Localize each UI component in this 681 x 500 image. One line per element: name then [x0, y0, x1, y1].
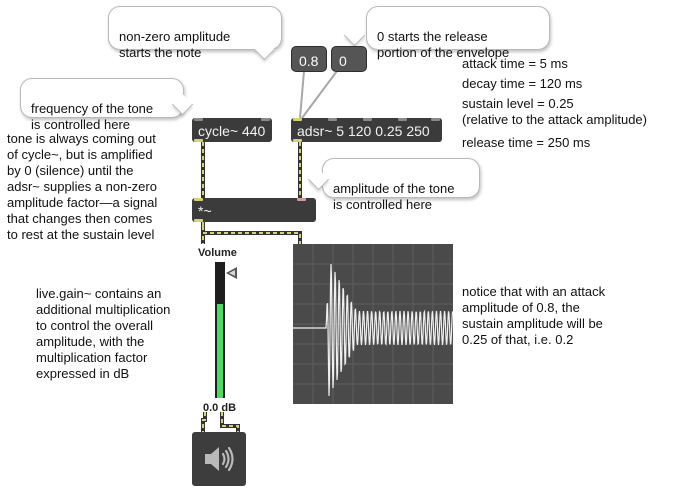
inlet[interactable] [293, 118, 302, 121]
message-attack-0.8[interactable]: 0.8 [291, 46, 327, 72]
bubble-zero-release: 0 starts the release portion of the enve… [366, 6, 550, 60]
comment-release-time: release time = 250 ms [462, 135, 591, 150]
scope-waveform [293, 244, 453, 404]
bubble-nonzero-text: non-zero amplitude starts the note [119, 29, 231, 60]
object-cycle-text: cycle~ 440 [198, 123, 266, 139]
object-multiply-text: *~ [198, 203, 212, 219]
comment-decay-time: decay time = 120 ms [462, 76, 583, 91]
scope-display[interactable] [293, 244, 453, 404]
bubble-zero-text: 0 starts the release portion of the enve… [377, 29, 510, 60]
outlet[interactable] [293, 139, 302, 142]
comment-livegain: live.gain~ contains an additional multip… [36, 286, 171, 381]
scope-signal-line [293, 263, 453, 396]
inlet[interactable] [431, 118, 440, 121]
gain-title: Volume [198, 247, 237, 259]
object-adsr-text: adsr~ 5 120 0.25 250 [297, 123, 430, 139]
object-cycle[interactable]: cycle~ 440 [192, 118, 272, 142]
inlet[interactable] [328, 118, 337, 121]
comment-attack-time: attack time = 5 ms [462, 56, 568, 71]
inlet[interactable] [297, 198, 306, 201]
bubble-amplitude: amplitude of the tone is controlled here [322, 158, 480, 212]
message-zero-label: 0 [339, 53, 347, 69]
bubble-nonzero-amplitude: non-zero amplitude starts the note [108, 6, 282, 60]
bubble-frequency: frequency of the tone is controlled here [20, 78, 184, 132]
cord-multiply-to-scope [201, 226, 302, 246]
message-zero[interactable]: 0 [331, 46, 367, 72]
inlet[interactable] [398, 118, 407, 121]
bubble-frequency-text: frequency of the tone is controlled here [31, 101, 154, 132]
comment-sustain-level: sustain level = 0.25 (relative to the at… [462, 96, 647, 127]
gain-slider-handle-inner [229, 270, 235, 276]
gain-slider[interactable] [215, 262, 225, 398]
speaker-icon [205, 446, 234, 472]
object-adsr[interactable]: adsr~ 5 120 0.25 250 [291, 118, 442, 142]
bubble-amplitude-text: amplitude of the tone is controlled here [333, 181, 455, 212]
comment-notice: notice that with an attack amplitude of … [462, 284, 606, 347]
outlet[interactable] [194, 219, 203, 222]
object-multiply[interactable]: *~ [192, 198, 316, 222]
inlet[interactable] [194, 198, 203, 201]
message-attack-label: 0.8 [299, 53, 319, 69]
inlet[interactable] [194, 118, 203, 121]
cord-0.8-to-adsr [299, 70, 305, 119]
gain-value: 0.0 dB [203, 402, 237, 414]
cord-gain-to-dac [201, 412, 240, 432]
gain-meter-fill [217, 304, 223, 398]
outlet[interactable] [194, 139, 203, 142]
inlet[interactable] [261, 118, 270, 121]
cord-0-to-adsr [301, 70, 338, 119]
comment-tone: tone is always coming out of cycle~, but… [7, 131, 158, 242]
inlet[interactable] [363, 118, 372, 121]
dac-button[interactable] [192, 432, 246, 486]
